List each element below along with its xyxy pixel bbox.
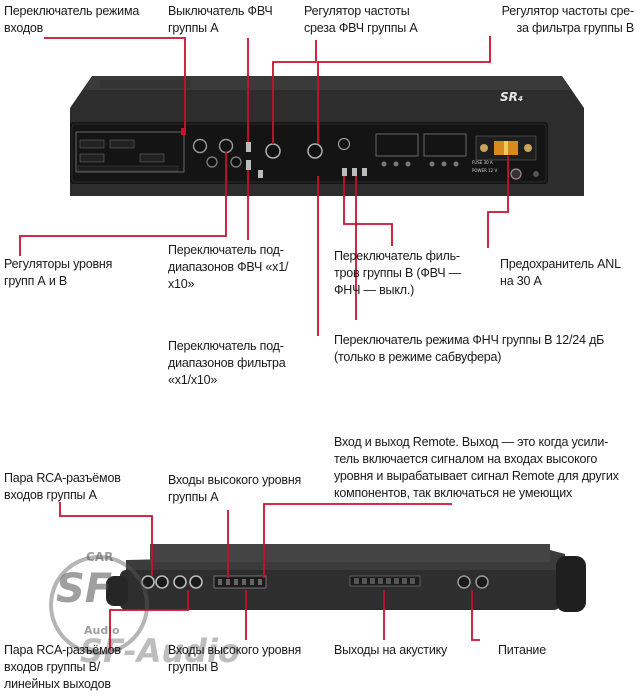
leader-level-ab (19, 152, 227, 256)
leader-rca-a (59, 502, 153, 576)
fuse-rating-text: FUSE 30 A (472, 160, 493, 165)
watermark-brand-text: SF-Audio (80, 632, 240, 670)
label-rca-pair-b: Пара RCA-разъёмов входов группы В/ линей… (4, 643, 121, 691)
leader-input-mode (44, 37, 186, 128)
label-anl-fuse: Предохранитель ANL на 30 А (500, 257, 621, 288)
leader-anl-fuse (487, 156, 509, 248)
amplifier-top-view (70, 76, 584, 196)
label-remote-io: Вход и выход Remote. Выход — это когда у… (334, 435, 619, 500)
label-filter-switch-b: Переключатель филь- тров группы В (ФВЧ —… (334, 249, 461, 297)
amplifier-side-view (106, 544, 586, 612)
leader-filter-freq-b (317, 36, 491, 144)
leader-remote-io (263, 503, 452, 578)
label-filter-subrange: Переключатель под- диапазонов фильтра «x… (168, 339, 286, 387)
label-hpf-freq-a: Регулятор частоты среза ФВЧ группы А (304, 4, 418, 35)
label-high-level-b: Входы высокого уровня группы В (168, 643, 302, 674)
label-filter-freq-b: Регулятор частоты сре- за фильтра группы… (501, 4, 635, 35)
label-rca-pair-a: Пара RCA-разъёмов входов группы А (4, 471, 121, 502)
leader-filter-switch-b (343, 176, 393, 246)
label-hpf-switch-a: Выключатель ФВЧ группы А (168, 4, 273, 35)
label-high-level-a: Входы высокого уровня группы А (168, 473, 302, 504)
watermark-sf: SF (56, 566, 113, 612)
leader-hpf-freq-a (272, 40, 317, 144)
label-speaker-outputs: Выходы на акустику (334, 643, 448, 657)
label-hpf-subrange: Переключатель под- диапазонов ФВЧ «x1/ x… (168, 243, 289, 291)
model-logo: SR₄ (500, 90, 524, 104)
watermark-car: CAR (86, 550, 114, 564)
watermark-logo (49, 555, 149, 655)
power-rating-text: POWER 12 V (472, 168, 498, 173)
label-level-ab: Регуляторы уровня групп А и В (4, 257, 113, 288)
leader-rca-b (109, 590, 189, 650)
label-input-mode-switch: Переключатель режима входов (4, 4, 140, 35)
label-power: Питание (498, 643, 546, 657)
label-lpf-mode-b: Переключатель режима ФНЧ группы В 12/24 … (334, 333, 605, 364)
leader-power (471, 590, 480, 641)
